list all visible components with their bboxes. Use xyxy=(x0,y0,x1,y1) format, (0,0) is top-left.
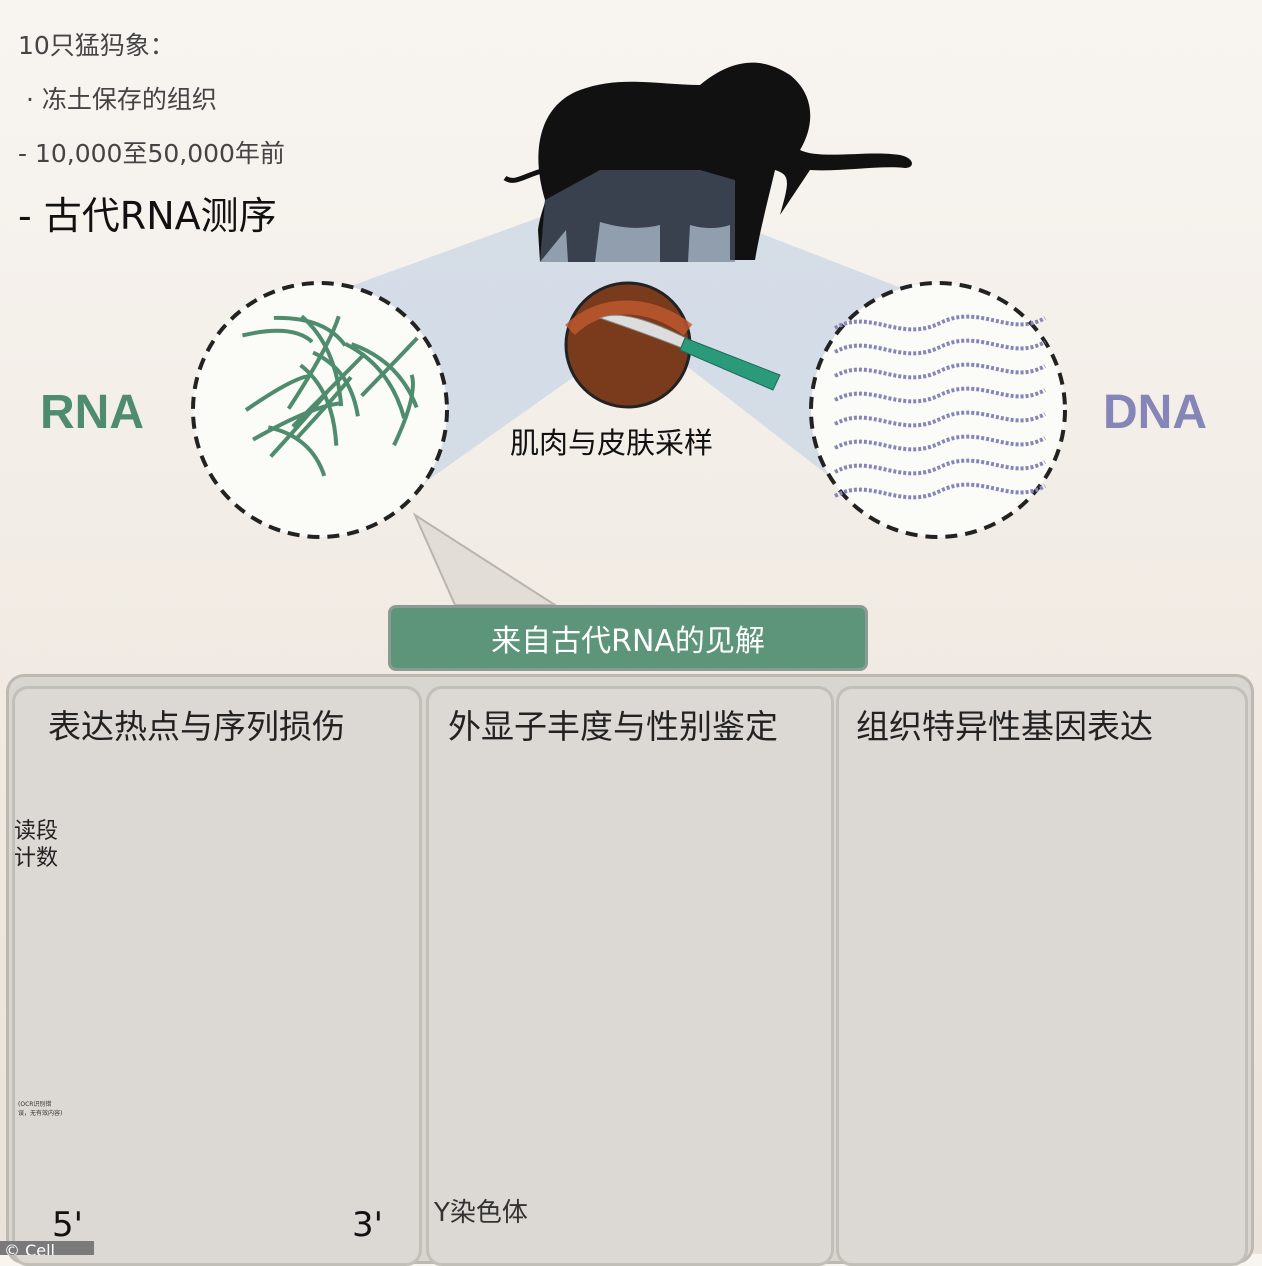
rna-strand xyxy=(273,315,347,347)
y-chromosome-label: Y染色体 xyxy=(434,1198,528,1228)
rna-strand xyxy=(299,363,339,446)
rna-strand xyxy=(392,374,415,447)
rna-strand xyxy=(244,374,310,412)
rna-strand xyxy=(312,350,360,417)
panel-hotspots xyxy=(12,686,422,1266)
dna-strand xyxy=(834,314,1046,332)
intro-method: - 古代RNA测序 xyxy=(18,194,277,238)
dna-strand xyxy=(834,386,1046,404)
dna-strand xyxy=(834,434,1046,452)
intro-mammoth-count: 10只猛犸象： xyxy=(18,31,175,60)
rna-label: RNA xyxy=(40,386,144,439)
rna-strand xyxy=(360,336,419,398)
rna-strand xyxy=(295,375,353,439)
credit: © Cell xyxy=(0,1241,94,1255)
callout-pointer xyxy=(412,512,559,606)
intro-tissue: · 冻土保存的组织 xyxy=(26,85,217,114)
ocr-note: (OCR识别错误，无有效内容) xyxy=(18,1101,63,1117)
scalpel-icon xyxy=(598,314,781,391)
dna-strand xyxy=(834,458,1046,476)
panel-tissue-expression xyxy=(836,686,1248,1266)
dna-strand xyxy=(834,482,1046,500)
panel-title-hotspots: 表达热点与序列损伤 xyxy=(48,707,345,746)
rna-strand xyxy=(350,342,419,409)
insights-banner: 来自古代RNA的见解 xyxy=(388,605,868,671)
panel-exon-sex xyxy=(426,686,834,1266)
sampling-label: 肌肉与皮肤采样 xyxy=(510,426,714,460)
rna-strands xyxy=(241,314,419,477)
dna-strand xyxy=(834,338,1046,356)
x-axis-start-label: 5' xyxy=(52,1205,83,1245)
x-axis-end-label: 3' xyxy=(352,1205,383,1245)
panel-title-tissue: 组织特异性基因表达 xyxy=(856,707,1153,746)
rna-strand xyxy=(269,390,329,458)
dna-strands xyxy=(834,314,1046,500)
panel-title-exon-sex: 外显子丰度与性别鉴定 xyxy=(448,707,778,746)
y-axis-label: 读段计数 xyxy=(14,819,59,871)
rna-strand xyxy=(252,401,340,442)
rna-strand xyxy=(241,328,314,344)
mammoth-silhouette xyxy=(503,62,912,262)
dna-strand xyxy=(834,362,1046,380)
rna-strand xyxy=(267,425,327,477)
dna-strand xyxy=(834,410,1046,428)
intro-age: - 10,000至50,000年前 xyxy=(18,139,285,168)
dna-label: DNA xyxy=(1103,386,1207,439)
